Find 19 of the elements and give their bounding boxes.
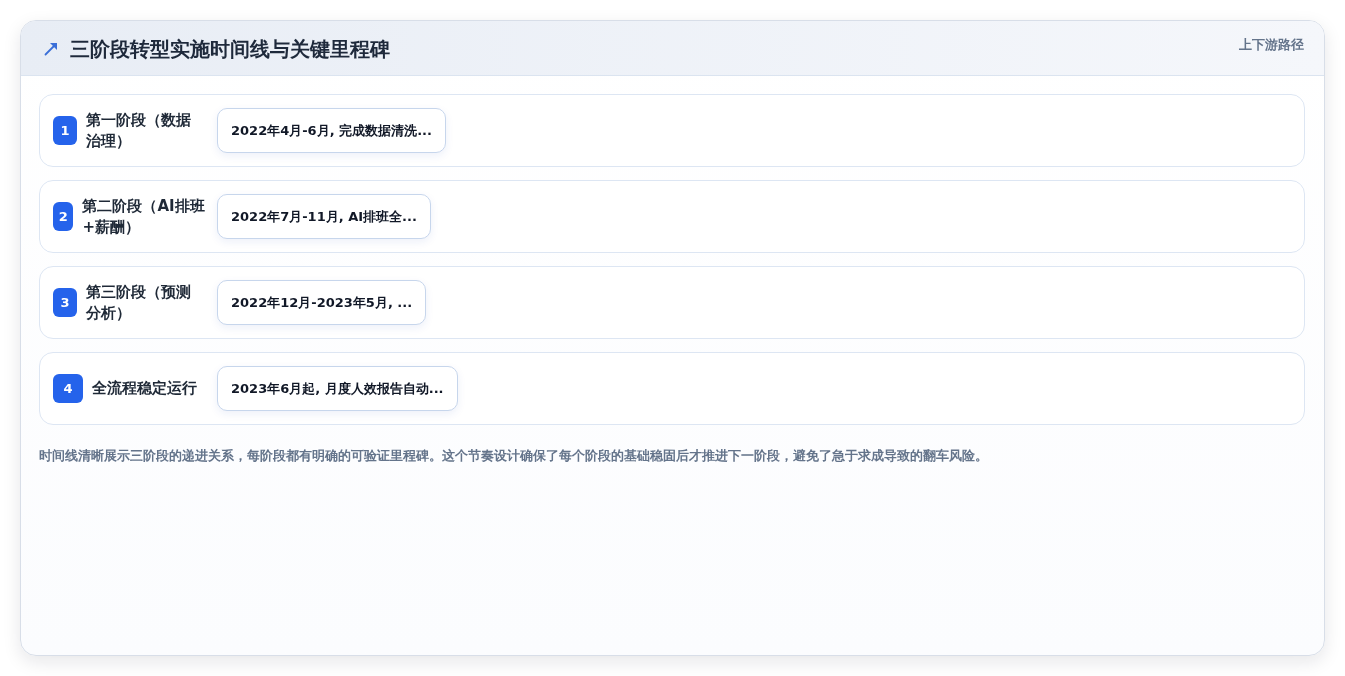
milestone-tag: 2023年6月起, 月度人效报告自动... [217, 366, 458, 411]
phase-label: 第三阶段（预测分析） [85, 281, 192, 324]
card-title: 三阶段转型实施时间线与关键里程碑 [70, 37, 390, 61]
phase-row [39, 352, 1305, 425]
step-number: 4 [53, 374, 83, 403]
header-note: 上下游路径 [1239, 36, 1304, 54]
summary-note: 时间线清晰展示三阶段的递进关系，每阶段都有明确的可验证里程碑。这个节奏设计确保了每个阶段的基础稳固后才推进下一阶段，避免了急于求成导致的翻车风险。 [39, 447, 988, 465]
phase-label: 全流程稳定运行 [92, 378, 197, 399]
step-number: 3 [53, 288, 77, 317]
milestone-tag: 2022年12月-2023年5月, ... [217, 280, 427, 325]
phase-row [39, 266, 1305, 339]
milestone-tag: 2022年7月-11月, AI排班全... [217, 194, 431, 239]
phase-row [39, 180, 1305, 253]
phase-label: 第一阶段（数据治理） [85, 109, 192, 152]
phase-row [39, 94, 1305, 167]
step-number: 2 [53, 202, 74, 231]
phase-label: 第二阶段（AI排班+薪酬） [82, 195, 205, 238]
step-number: 1 [53, 116, 77, 145]
milestone-tag: 2022年4月-6月, 完成数据清洗... [217, 108, 446, 153]
